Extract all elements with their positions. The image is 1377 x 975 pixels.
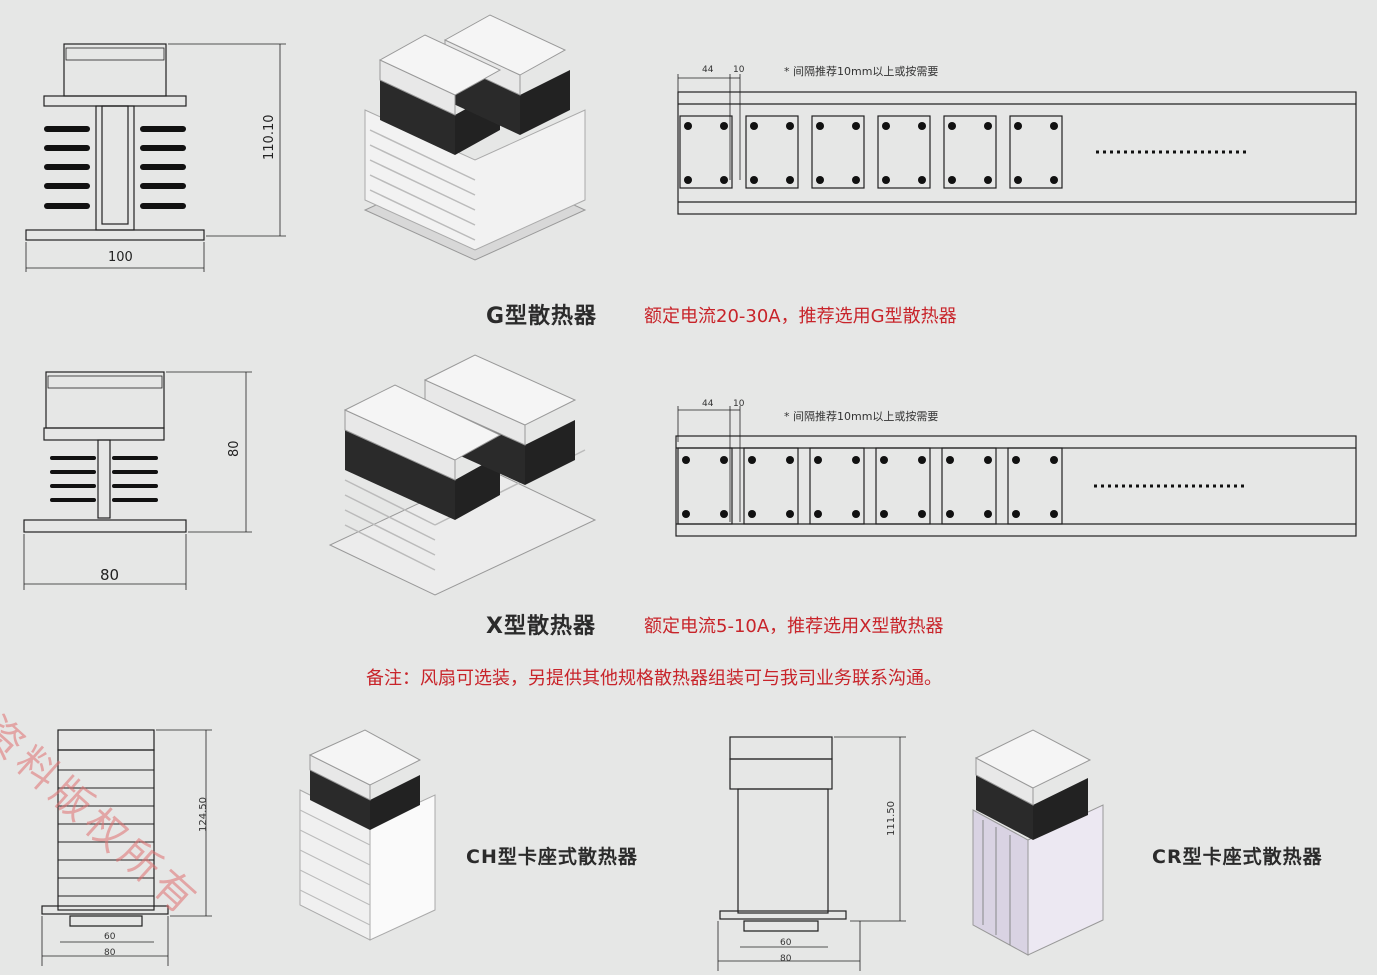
cr-front-drawing xyxy=(717,736,906,971)
g-height-dim: 110.10 xyxy=(262,114,277,161)
g-description: 额定电流20-30A，推荐选用G型散热器 xyxy=(644,306,957,327)
g-rail-layout xyxy=(677,74,1357,215)
x-front-drawing xyxy=(23,371,252,590)
ch-height-dim: 124.50 xyxy=(198,797,209,832)
g-heatsink-image xyxy=(363,14,587,261)
x-spacing-note: * 间隔推荐10mm以上或按需要 xyxy=(784,410,939,423)
g-width-dim: 100 xyxy=(108,250,133,265)
ch-width-dim: 80 xyxy=(104,948,116,958)
g-title: G型散热器 xyxy=(486,304,598,329)
g-spacing-a: 44 xyxy=(702,65,714,75)
cr-title: CR型卡座式散热器 xyxy=(1152,846,1323,868)
x-width-dim: 80 xyxy=(100,566,120,584)
x-spacing-b: 10 xyxy=(733,399,745,409)
g-spacing-b: 10 xyxy=(733,65,745,75)
cr-heatsink-image xyxy=(972,729,1104,956)
ch-heatsink-image xyxy=(299,729,436,941)
x-title: X型散热器 xyxy=(486,614,596,639)
x-description: 额定电流5-10A，推荐选用X型散热器 xyxy=(644,616,944,637)
ch-title: CH型卡座式散热器 xyxy=(466,846,638,868)
g-front-drawing xyxy=(25,43,286,272)
x-heatsink-image xyxy=(328,354,597,596)
x-spacing-a: 44 xyxy=(702,399,714,409)
cr-height-dim: 111.50 xyxy=(886,801,897,836)
ch-rail-dim: 60 xyxy=(104,932,116,942)
x-height-dim: 80 xyxy=(227,440,242,457)
remark-note: 备注：风扇可选装，另提供其他规格散热器组装可与我司业务联系沟通。 xyxy=(366,668,942,689)
cr-width-dim: 80 xyxy=(780,954,792,964)
x-rail-layout xyxy=(675,406,1357,537)
cr-rail-dim: 60 xyxy=(780,938,792,948)
g-spacing-note: * 间隔推荐10mm以上或按需要 xyxy=(784,65,939,78)
ch-front-drawing xyxy=(41,729,212,966)
